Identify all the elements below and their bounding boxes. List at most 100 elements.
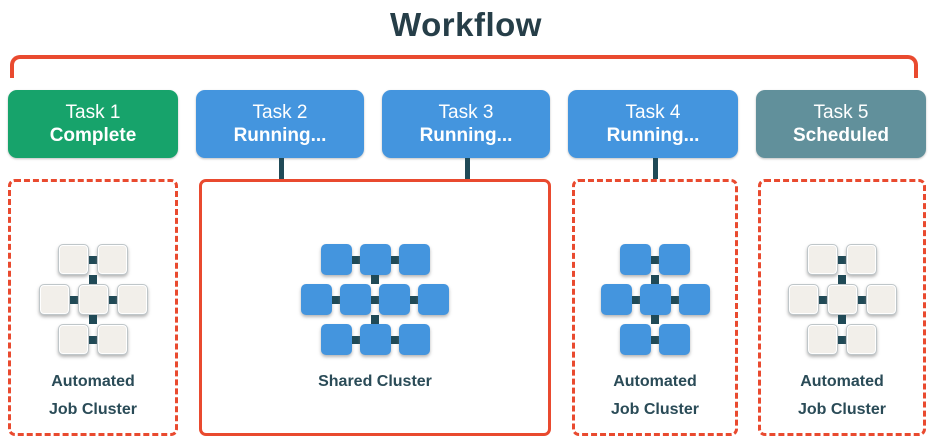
cluster-node-active <box>301 284 332 315</box>
node-connector-vertical <box>89 275 97 284</box>
cluster-label-line1: Automated <box>51 373 135 390</box>
node-connector-vertical <box>371 275 379 284</box>
cluster-node-active <box>340 284 371 315</box>
node-connector-vertical <box>838 315 846 324</box>
cluster-node-active <box>320 324 352 355</box>
cluster-box-1: Automated Job Cluster <box>8 179 178 436</box>
node-connector-horizontal <box>631 295 640 304</box>
node-connector-horizontal <box>390 335 399 344</box>
cluster-label: Shared Cluster <box>202 368 548 396</box>
node-connector-horizontal <box>89 255 97 264</box>
cluster-node-active <box>418 284 449 315</box>
cluster-node-active <box>320 244 352 275</box>
task-status: Running... <box>233 125 327 146</box>
node-connector-vertical <box>651 315 659 324</box>
cluster-node-idle <box>826 284 858 315</box>
cluster-node-active <box>659 324 690 355</box>
cluster-node-row <box>620 324 690 355</box>
node-connector-horizontal <box>69 295 78 304</box>
cluster-nodes <box>202 244 548 355</box>
cluster-node-idle <box>846 324 877 355</box>
task-name: Task 2 <box>252 102 308 123</box>
node-connector-vertical <box>371 315 379 324</box>
cluster-node-active <box>639 284 671 315</box>
cluster-node-row <box>320 244 430 275</box>
node-connector-vertical <box>89 315 97 324</box>
cluster-node-row <box>787 284 897 315</box>
task-status: Complete <box>49 125 137 146</box>
task-status: Scheduled <box>792 125 890 146</box>
cluster-node-row <box>38 284 148 315</box>
cluster-node-active <box>398 324 430 355</box>
cluster-node-idle <box>865 284 897 315</box>
task-status: Running... <box>606 125 700 146</box>
task-name: Task 3 <box>438 102 494 123</box>
cluster-node-idle <box>97 324 128 355</box>
cluster-node-active <box>398 244 430 275</box>
cluster-node-idle <box>846 244 877 275</box>
cluster-node-idle <box>58 324 89 355</box>
cluster-node-idle <box>807 244 838 275</box>
cluster-node-active <box>359 324 391 355</box>
cluster-node-active <box>620 324 651 355</box>
node-connector-vertical <box>651 275 659 284</box>
cluster-node-idle <box>77 284 109 315</box>
cluster-label-line1: Automated <box>800 373 884 390</box>
node-connector-horizontal <box>390 255 399 264</box>
cluster-node-idle <box>787 284 819 315</box>
node-connector-horizontal <box>651 335 659 344</box>
cluster-box-shared: Shared Cluster <box>199 179 551 436</box>
cluster-node-row <box>58 244 128 275</box>
node-connector-horizontal <box>670 295 679 304</box>
cluster-node-active <box>678 284 710 315</box>
node-connector-vertical <box>838 275 846 284</box>
node-connector-horizontal <box>108 295 117 304</box>
node-connector-horizontal <box>332 295 340 304</box>
cluster-label: Automated Job Cluster <box>575 368 735 424</box>
cluster-box-5: Automated Job Cluster <box>758 179 926 436</box>
node-connector-horizontal <box>838 255 846 264</box>
node-connector-horizontal <box>371 295 379 304</box>
diagram-title: Workflow <box>390 6 542 43</box>
task-name: Task 4 <box>625 102 681 123</box>
cluster-label-line2: Job Cluster <box>48 401 137 418</box>
cluster-label: Automated Job Cluster <box>761 368 923 424</box>
cluster-nodes <box>11 244 175 355</box>
node-connector-horizontal <box>838 335 846 344</box>
cluster-node-row <box>600 284 710 315</box>
node-connector-horizontal <box>818 295 827 304</box>
node-connector-horizontal <box>857 295 866 304</box>
node-connector-horizontal <box>89 335 97 344</box>
cluster-nodes <box>575 244 735 355</box>
node-connector-horizontal <box>351 255 360 264</box>
cluster-label-line1: Automated <box>613 373 697 390</box>
node-connector-horizontal <box>651 255 659 264</box>
cluster-label-line2: Job Cluster <box>610 401 699 418</box>
cluster-node-row <box>807 244 877 275</box>
cluster-label-line2: Job Cluster <box>797 401 886 418</box>
cluster-node-row <box>807 324 877 355</box>
cluster-node-row <box>301 284 449 315</box>
cluster-label-line1: Shared Cluster <box>318 373 432 390</box>
task-pill-4: Task 4 Running... <box>568 90 738 158</box>
cluster-node-active <box>359 244 391 275</box>
task-name: Task 5 <box>813 102 869 123</box>
cluster-node-active <box>600 284 632 315</box>
cluster-node-idle <box>58 244 89 275</box>
node-connector-horizontal <box>410 295 418 304</box>
cluster-node-row <box>620 244 690 275</box>
cluster-node-idle <box>807 324 838 355</box>
node-connector-horizontal <box>351 335 360 344</box>
task-pill-2: Task 2 Running... <box>196 90 364 158</box>
task-pill-1: Task 1 Complete <box>8 90 178 158</box>
cluster-node-idle <box>97 244 128 275</box>
cluster-node-idle <box>38 284 70 315</box>
cluster-node-row <box>58 324 128 355</box>
workflow-bracket <box>10 55 918 78</box>
cluster-node-row <box>320 324 430 355</box>
task-pill-3: Task 3 Running... <box>382 90 550 158</box>
task-name: Task 1 <box>65 102 121 123</box>
task-status: Running... <box>419 125 513 146</box>
cluster-node-active <box>620 244 651 275</box>
